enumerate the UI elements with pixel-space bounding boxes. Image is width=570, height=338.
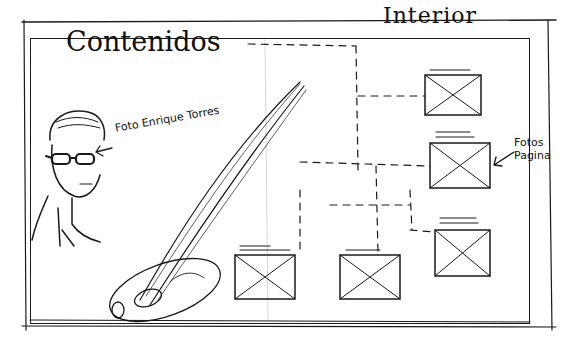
annotation-note: Foto Enrique Torres xyxy=(114,103,225,135)
photo-placeholder xyxy=(235,70,490,299)
leader-arrow xyxy=(96,146,112,156)
guide-lines xyxy=(248,44,435,255)
annotation-note: Fotos Pagina xyxy=(514,136,560,162)
page-frame: Interior xyxy=(30,38,530,324)
leader-arrow xyxy=(494,152,514,166)
section-heading: Contenidos xyxy=(66,26,256,58)
palette-sketch xyxy=(102,246,229,335)
frame-title: Interior xyxy=(383,3,477,28)
portrait-sketch xyxy=(32,111,104,246)
